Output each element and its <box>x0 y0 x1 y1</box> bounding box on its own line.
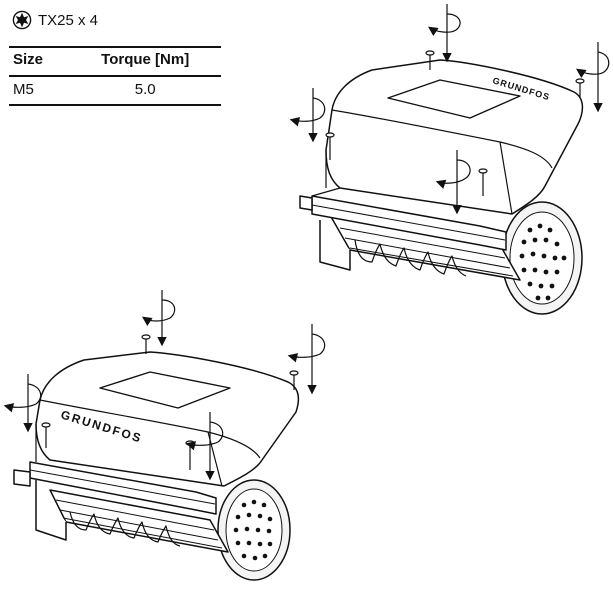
terminal-box-top-right: GRUNDFOS <box>299 50 585 315</box>
fan-cover <box>501 201 583 315</box>
rotation-arrows-top-right <box>289 4 610 215</box>
tool-label: TX25 x 4 <box>38 11 99 29</box>
terminal-box-bottom-left: GRUNDFOS <box>13 334 300 581</box>
fan-cover <box>217 479 291 581</box>
screw <box>325 50 585 196</box>
header-size: Size <box>9 45 70 77</box>
header-torque: Torque [Nm] <box>69 45 221 77</box>
tool-spec: TX25 x 4 <box>12 8 98 32</box>
cell-size: M5 <box>9 76 70 106</box>
torx-icon <box>12 10 32 30</box>
torque-table: Size Torque [Nm] M5 5.0 <box>9 45 221 106</box>
rotation-arrows-bottom-left <box>3 290 326 481</box>
table-header-row: Size Torque [Nm] <box>9 45 221 77</box>
cell-torque: 5.0 <box>69 76 221 106</box>
table-row: M5 5.0 <box>9 76 221 106</box>
